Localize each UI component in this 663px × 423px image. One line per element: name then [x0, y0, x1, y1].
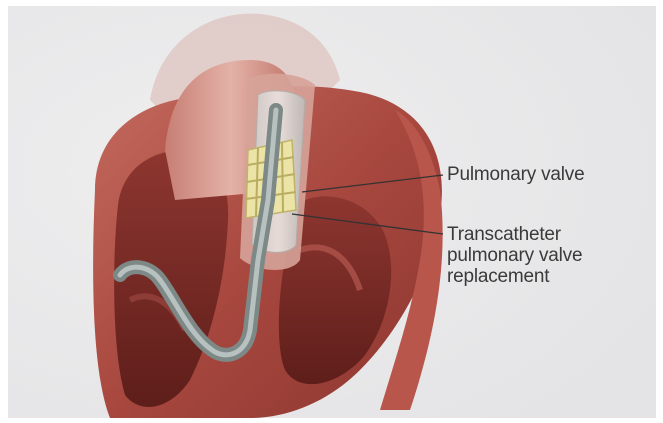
label-transcatheter-pulmonary-valve-replacement: Transcatheter pulmonary valve replacemen… — [447, 224, 582, 287]
label-tpvr-line-3: replacement — [447, 266, 582, 287]
label-tpvr-line-1: Transcatheter — [447, 224, 582, 245]
label-tpvr-line-2: pulmonary valve — [447, 245, 582, 266]
label-pulmonary-valve: Pulmonary valve — [447, 164, 584, 185]
